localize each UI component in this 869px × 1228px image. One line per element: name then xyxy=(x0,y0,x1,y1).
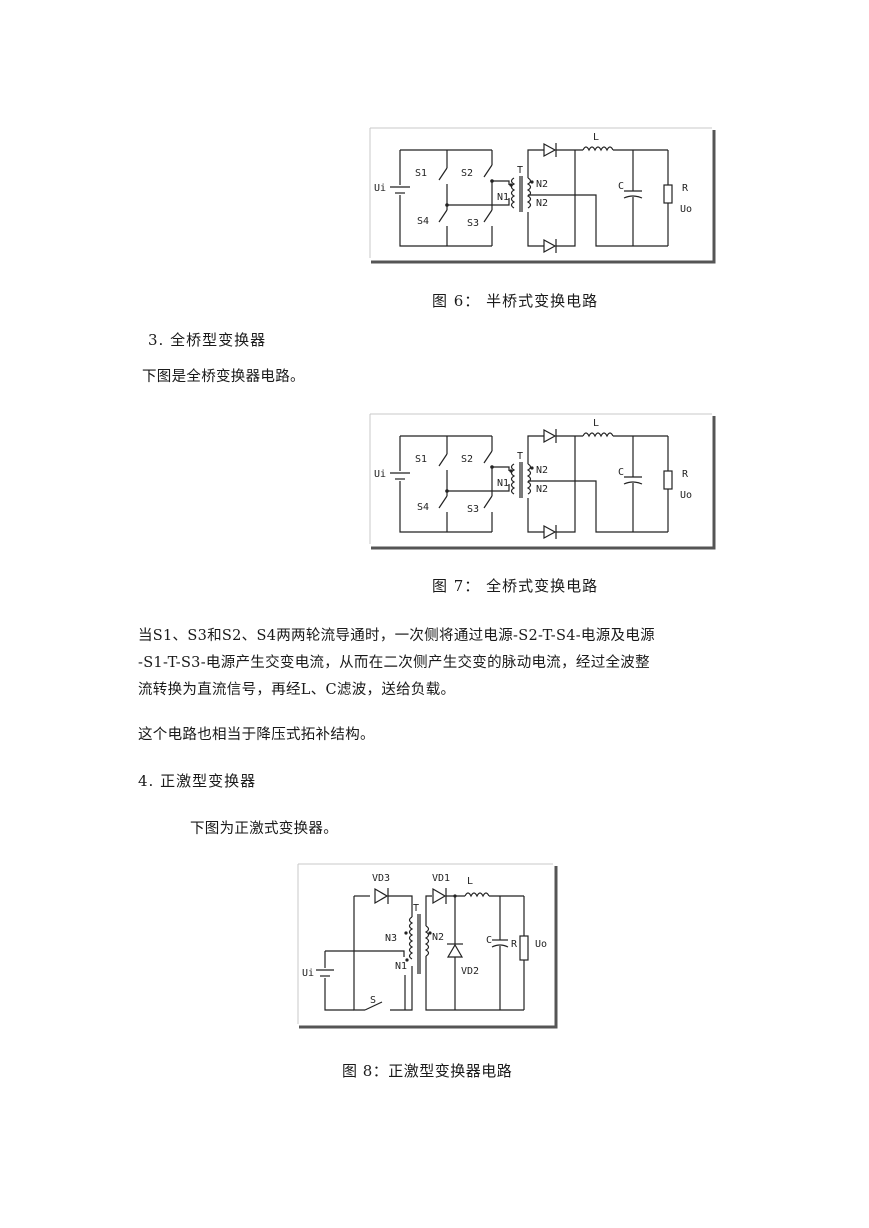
fig8-label-n3: N3 xyxy=(385,933,397,944)
figure-8-caption: 图 8：正激型变换器电路 xyxy=(342,1062,513,1080)
fig8-label-n1: N1 xyxy=(395,961,407,972)
fig8-label-ui: Ui xyxy=(302,968,314,979)
paragraph-line-2: -S1-T-S3-电源产生交变电流，从而在二次侧产生交变的脉动电流，经过全波整 xyxy=(138,655,650,671)
fig8-label-n2: N2 xyxy=(432,932,444,943)
fig7-label-t: T xyxy=(517,451,523,462)
fig7-label-ui: Ui xyxy=(374,469,386,480)
fig6-label-uo: Uo xyxy=(680,204,692,215)
fig8-label-vd1: VD1 xyxy=(432,873,450,884)
fig8-label-vd2: VD2 xyxy=(461,966,479,977)
fig7-label-s1: S1 xyxy=(415,454,427,465)
fig8-label-uo: Uo xyxy=(535,939,547,950)
fig7-label-n2b: N2 xyxy=(536,484,548,495)
fig8-label-l: L xyxy=(467,876,473,887)
fig6-label-l: L xyxy=(593,132,599,143)
fig8-label-t: T xyxy=(413,903,419,914)
fig6-label-ui: Ui xyxy=(374,183,386,194)
fig7-label-l: L xyxy=(593,418,599,429)
section-3-heading: 3. 全桥型变换器 xyxy=(148,331,267,349)
fig7-label-c: C xyxy=(618,467,624,478)
fig8-label-vd3: VD3 xyxy=(372,873,390,884)
fig6-label-c: C xyxy=(618,181,624,192)
fig6-label-n2b: N2 xyxy=(536,198,548,209)
fig7-label-n1: N1 xyxy=(497,478,509,489)
fig7-label-s4: S4 xyxy=(417,502,429,513)
fig6-label-s1: S1 xyxy=(415,168,427,179)
paragraph-full-bridge-explanation: 当S1、S3和S2、S4两两轮流导通时，一次侧将通过电源-S2-T-S4-电源及… xyxy=(138,623,738,704)
fig7-label-r: R xyxy=(682,469,689,480)
fig7-label-s2: S2 xyxy=(461,454,473,465)
section-3-intro: 下图是全桥变换器电路。 xyxy=(142,369,305,385)
section-4-heading: 4. 正激型变换器 xyxy=(138,772,257,790)
fig7-label-uo: Uo xyxy=(680,490,692,501)
fig7-label-n2a: N2 xyxy=(536,465,548,476)
fig8-label-s: S xyxy=(370,995,376,1006)
paragraph-buck-topology-note: 这个电路也相当于降压式拓补结构。 xyxy=(138,727,375,743)
fig8-label-c: C xyxy=(486,935,492,946)
fig6-label-n1: N1 xyxy=(497,192,509,203)
fig7-label-s3: S3 xyxy=(467,504,479,515)
fig6-label-n2a: N2 xyxy=(536,179,548,190)
fig6-label-s3: S3 xyxy=(467,218,479,229)
paragraph-line-3: 流转换为直流信号，再经L、C滤波，送给负载。 xyxy=(138,682,456,698)
fig6-label-s4: S4 xyxy=(417,216,429,227)
fig6-label-r: R xyxy=(682,183,689,194)
fig6-label-s2: S2 xyxy=(461,168,473,179)
section-4-intro: 下图为正激式变换器。 xyxy=(190,821,338,837)
paragraph-line-1: 当S1、S3和S2、S4两两轮流导通时，一次侧将通过电源-S2-T-S4-电源及… xyxy=(138,628,655,644)
fig6-label-t: T xyxy=(517,165,523,176)
figure-7-caption: 图 7： 全桥式变换电路 xyxy=(432,577,599,595)
figure-6-caption: 图 6： 半桥式变换电路 xyxy=(432,292,599,310)
fig8-label-r: R xyxy=(511,939,518,950)
